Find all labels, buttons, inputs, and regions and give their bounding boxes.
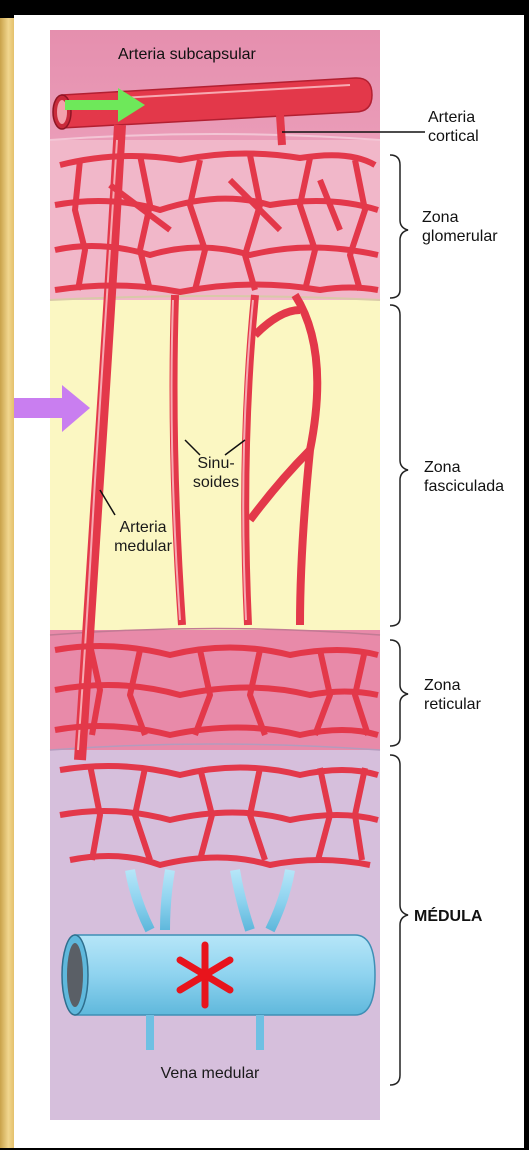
label-zona-fasciculada-line1: Zona <box>424 458 460 477</box>
zone-brackets <box>390 155 408 1085</box>
label-arteria-medular-line1: Arteria <box>108 518 178 537</box>
label-zona-glomerular-line1: Zona <box>422 208 458 227</box>
label-arteria-subcapsular: Arteria subcapsular <box>118 45 256 64</box>
label-vena-medular: Vena medular <box>130 1064 290 1083</box>
label-arteria-cortical-line1: Arteria <box>428 108 475 127</box>
label-sinusoides-line2: soides <box>186 473 246 492</box>
cortical-artery <box>280 115 282 145</box>
label-medula: MÉDULA <box>414 907 482 926</box>
glomerular-zone <box>50 140 380 300</box>
label-zona-reticular-line1: Zona <box>424 676 460 695</box>
label-zona-glomerular-line2: glomerular <box>422 227 498 246</box>
label-arteria-cortical-line2: cortical <box>428 127 479 146</box>
label-sinusoides-line1: Sinu- <box>186 454 246 473</box>
label-zona-fasciculada-line2: fasciculada <box>424 477 504 496</box>
label-zona-reticular-line2: reticular <box>424 695 481 714</box>
label-arteria-medular-line2: medular <box>108 537 178 556</box>
